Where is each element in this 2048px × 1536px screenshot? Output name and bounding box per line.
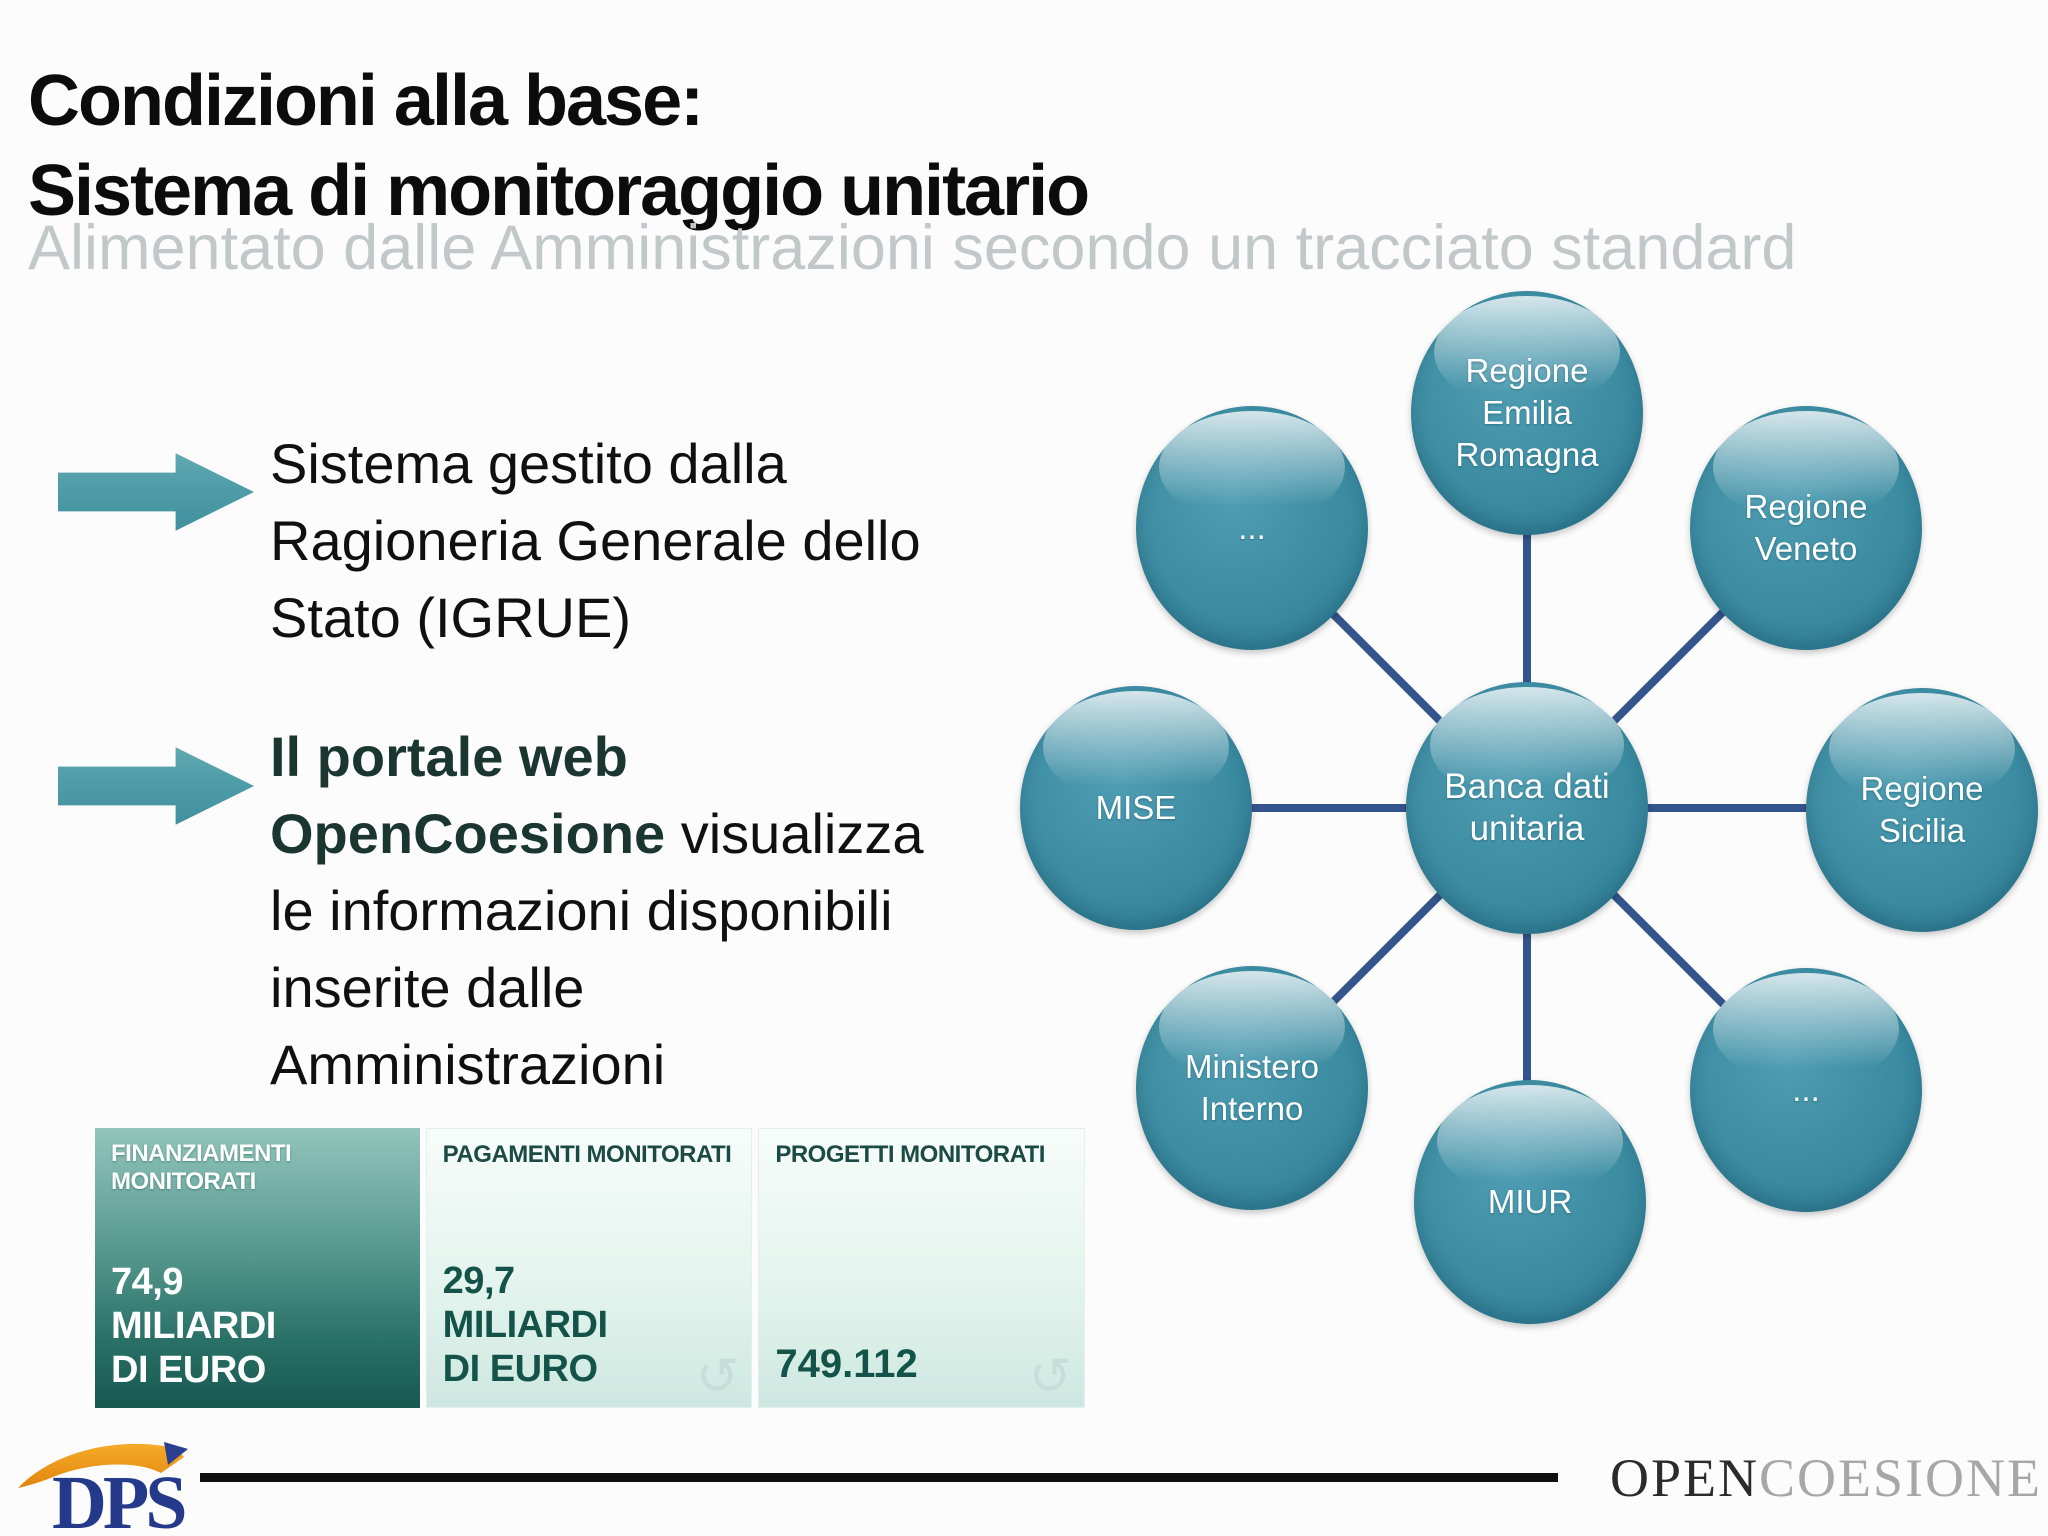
stat-header: FINANZIAMENTI MONITORATI bbox=[111, 1140, 292, 1195]
stat-header: PROGETTI MONITORATI bbox=[775, 1141, 1045, 1168]
diagram-node-regione-sicilia: Regione Sicilia bbox=[1806, 688, 2038, 932]
page-title: Condizioni alla base: Sistema di monitor… bbox=[28, 56, 1090, 236]
dps-swoosh-tip bbox=[164, 1442, 188, 1465]
stat-panel-finanziamenti: FINANZIAMENTI MONITORATI 74,9 MILIARDI D… bbox=[95, 1128, 420, 1408]
dps-logo: DPS bbox=[14, 1434, 214, 1536]
bullet2-line2-bold: OpenCoesione bbox=[270, 802, 666, 865]
diagram-node-mise: MISE bbox=[1020, 686, 1252, 930]
title-line-1: Condizioni alla base: bbox=[28, 61, 704, 142]
bullet2-line2-rest: visualizza bbox=[665, 802, 924, 865]
dps-swoosh bbox=[18, 1443, 184, 1488]
bullet2-line3: le informazioni disponibili bbox=[270, 879, 893, 942]
diagram-node-regione-emilia-romagna: Regione Emilia Romagna bbox=[1411, 291, 1643, 535]
monitoring-stats-widget: FINANZIAMENTI MONITORATI 74,9 MILIARDI D… bbox=[95, 1128, 1086, 1408]
subtitle: Alimentato dalle Amministrazioni secondo… bbox=[28, 213, 1797, 283]
bullet2-line5: Amministrazioni bbox=[270, 1033, 666, 1096]
bullet2-line4: inserite dalle bbox=[270, 956, 585, 1019]
stat-panel-pagamenti: PAGAMENTI MONITORATI 29,7 MILIARDI DI EU… bbox=[425, 1128, 753, 1408]
brand-open: OPEN bbox=[1609, 1448, 1759, 1508]
refresh-icon[interactable]: ↺ bbox=[1028, 1348, 1073, 1406]
bullet1-line3: Stato (IGRUE) bbox=[270, 586, 631, 649]
diagram-node-ellipsis: ... bbox=[1690, 968, 1922, 1212]
stat-header: PAGAMENTI MONITORATI bbox=[442, 1141, 732, 1168]
brand-coesione: COESIONE bbox=[1759, 1448, 2042, 1508]
bullet-text-opencoesione: Il portale web OpenCoesione visualizza l… bbox=[270, 718, 1090, 1103]
dps-logo-text: DPS bbox=[52, 1461, 185, 1536]
diagram-node-regione-veneto: Regione Veneto bbox=[1690, 406, 1922, 650]
spoke-line bbox=[1527, 804, 1925, 812]
dps-logo-graphic: DPS bbox=[18, 1442, 189, 1536]
title-line-2: Sistema di monitoraggio unitario bbox=[28, 151, 1090, 232]
bullet2-line1-bold: Il portale web bbox=[270, 725, 628, 788]
bullet1-line2: Ragioneria Generale dello bbox=[270, 509, 921, 572]
diagram-node-miur: MIUR bbox=[1414, 1080, 1646, 1324]
footer-divider bbox=[200, 1473, 1558, 1482]
stat-value: 29,7 MILIARDI DI EURO bbox=[442, 1260, 608, 1390]
refresh-icon[interactable]: ↺ bbox=[695, 1348, 740, 1406]
diagram-node-ellipsis: ... bbox=[1136, 406, 1368, 650]
stat-value: 749.112 bbox=[775, 1342, 918, 1386]
stat-panel-progetti: PROGETTI MONITORATI 749.112 ↺ bbox=[758, 1128, 1086, 1408]
diagram-node-banca-dati-unitaria: Banca dati unitaria bbox=[1406, 682, 1648, 934]
opencoesione-logo: OPENCOESIONE bbox=[1610, 1447, 2042, 1509]
bullet-text-igrue: Sistema gestito dalla Ragioneria General… bbox=[270, 425, 1090, 656]
diagram-node-ministero-interno: Ministero Interno bbox=[1136, 966, 1368, 1210]
stat-value: 74,9 MILIARDI DI EURO bbox=[111, 1261, 276, 1391]
bullet1-line1: Sistema gestito dalla bbox=[270, 432, 787, 495]
